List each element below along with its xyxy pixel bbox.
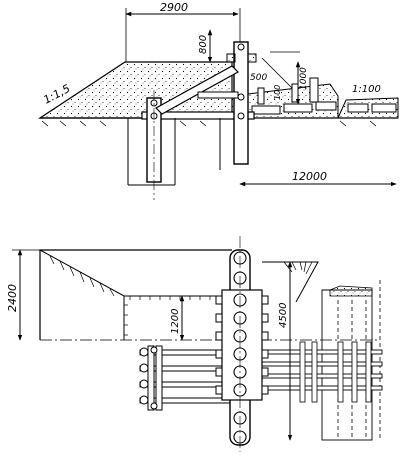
rail [309,77,319,103]
leader [261,57,293,89]
dim-2400: 2400 [6,284,19,312]
right-slope [262,261,319,303]
dim-1000: 1000 [299,67,309,90]
frame-dashes [337,280,381,440]
dim-12000: 12000 [292,170,327,183]
cap-block [247,53,257,63]
cap-block [226,53,236,63]
dim-2900: 2900 [160,1,188,14]
plan-view: 2400 1200 4500 [6,236,383,452]
rail [257,87,265,105]
plan-slope-step [39,249,232,297]
diagonal-brace [155,65,239,115]
dim-100: 100 [273,85,282,100]
plan-stakes [299,341,372,403]
slope-right: 1:100 [352,84,381,95]
bolt [237,43,245,51]
rail [291,83,299,103]
dim-800: 800 [198,35,209,54]
strut [197,91,239,99]
side-nuts [215,295,269,395]
dim-500: 500 [250,73,267,83]
central-plate [221,289,263,401]
base-beam [141,111,255,120]
plan-outline [39,249,232,340]
dim-4500: 4500 [278,303,289,328]
sleeper [283,103,313,113]
sleeper [371,103,397,113]
ground-hatching [41,120,377,127]
slope-hatch [49,255,221,336]
right-pile [233,41,249,165]
frame-top [329,285,373,297]
bolt [237,93,245,101]
section-view: 2900 800 1:1,5 1:100 1000 500 100 12000 [37,1,399,200]
rod-nuts [139,346,158,410]
dim-1200: 1200 [170,309,181,334]
sleeper [251,105,281,115]
right-slope-hatch [283,261,313,275]
sleeper [347,103,369,113]
bolt [237,112,245,120]
sleeper [315,101,337,111]
